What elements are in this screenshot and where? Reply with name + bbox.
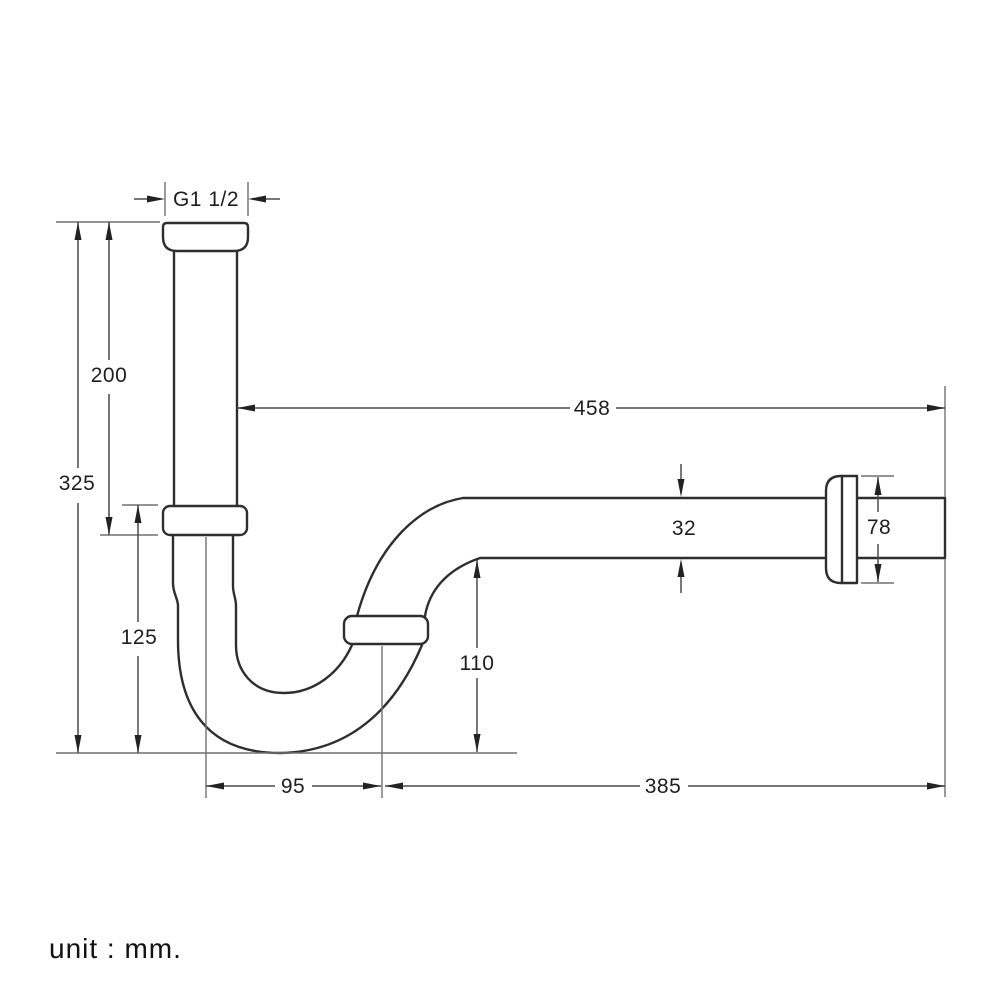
dim-label-thread-size: G1 1/2 [173, 188, 239, 211]
unit-note: unit : mm. [49, 933, 182, 964]
wall-flange [824, 474, 859, 585]
dim-label-trap-nut-to-floor: 125 [121, 626, 158, 649]
dim-label-outlet-to-floor: 110 [460, 652, 495, 675]
dim-label-flange-height: 78 [867, 516, 891, 539]
dim-label-outlet-length: 385 [645, 775, 682, 798]
inlet-pipe [172, 247, 239, 524]
dimension-lines [77, 198, 945, 787]
extension-lines [56, 182, 946, 798]
middle-slip-nut [342, 614, 430, 646]
dim-label-inlet-tube-height: 200 [91, 364, 128, 387]
dimension-labels: G1 1/2 325 200 125 458 32 78 110 95 385 [59, 188, 891, 798]
dim-label-overall-height: 325 [59, 472, 96, 495]
dim-label-pipe-diameter: 32 [672, 517, 696, 540]
dimension-arrowheads [74, 195, 945, 790]
dim-label-inlet-to-outlet-end: 458 [574, 397, 611, 420]
trap-body-and-outlet-pipe [171, 496, 947, 755]
top-compression-cap [161, 221, 250, 253]
dim-label-trap-offset: 95 [281, 775, 305, 798]
upper-slip-nut [161, 504, 249, 537]
